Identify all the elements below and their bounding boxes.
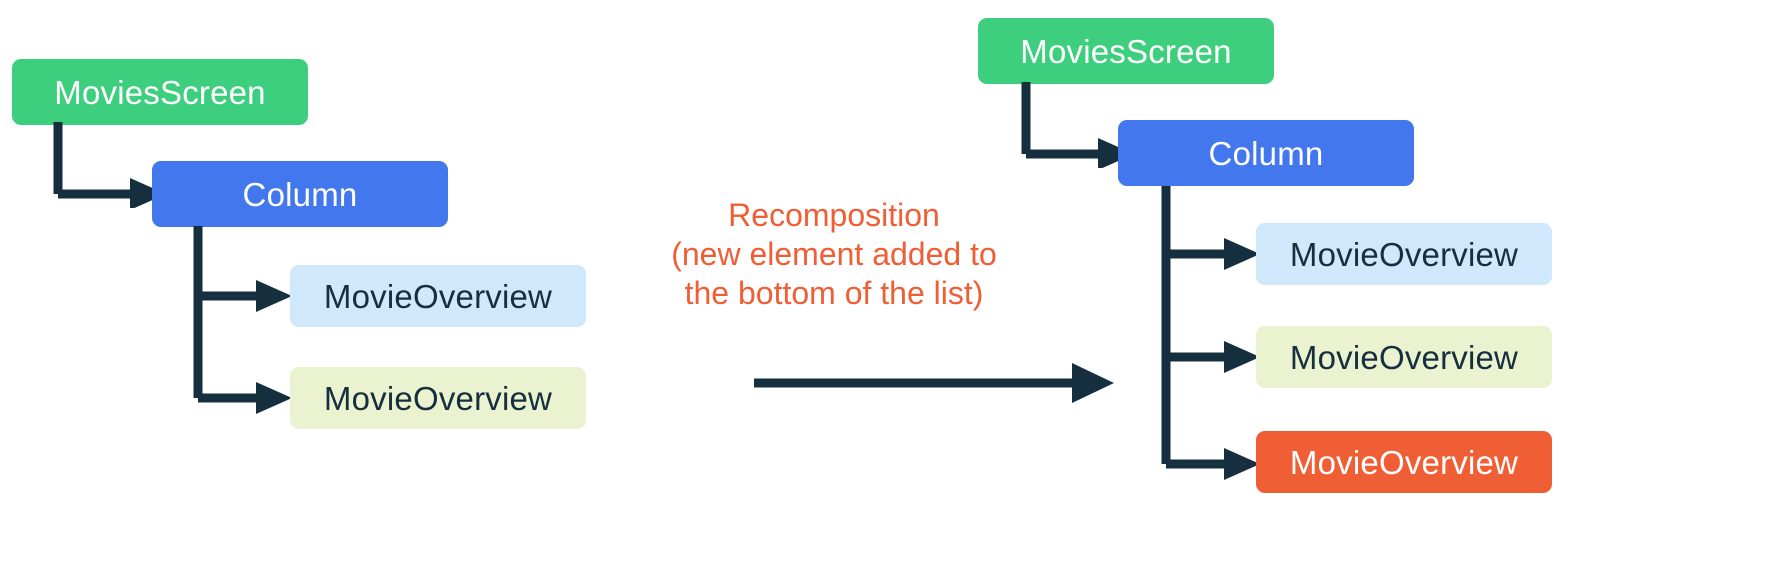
after-node-column[interactable]: Column — [1118, 120, 1414, 186]
after-node-movieoverview-2[interactable]: MovieOverview — [1256, 326, 1552, 388]
after-node-movieoverview-3-new[interactable]: MovieOverview — [1256, 431, 1552, 493]
after-node-moviesscreen[interactable]: MoviesScreen — [978, 18, 1274, 84]
before-node-movieoverview-1[interactable]: MovieOverview — [290, 265, 586, 327]
after-node-movieoverview-1[interactable]: MovieOverview — [1256, 223, 1552, 285]
recomposition-caption: Recomposition (new element added to the … — [671, 197, 997, 312]
transition-right-arrow-icon — [754, 363, 1114, 403]
before-node-column[interactable]: Column — [152, 161, 448, 227]
before-node-movieoverview-2[interactable]: MovieOverview — [290, 367, 586, 429]
before-node-moviesscreen[interactable]: MoviesScreen — [12, 59, 308, 125]
